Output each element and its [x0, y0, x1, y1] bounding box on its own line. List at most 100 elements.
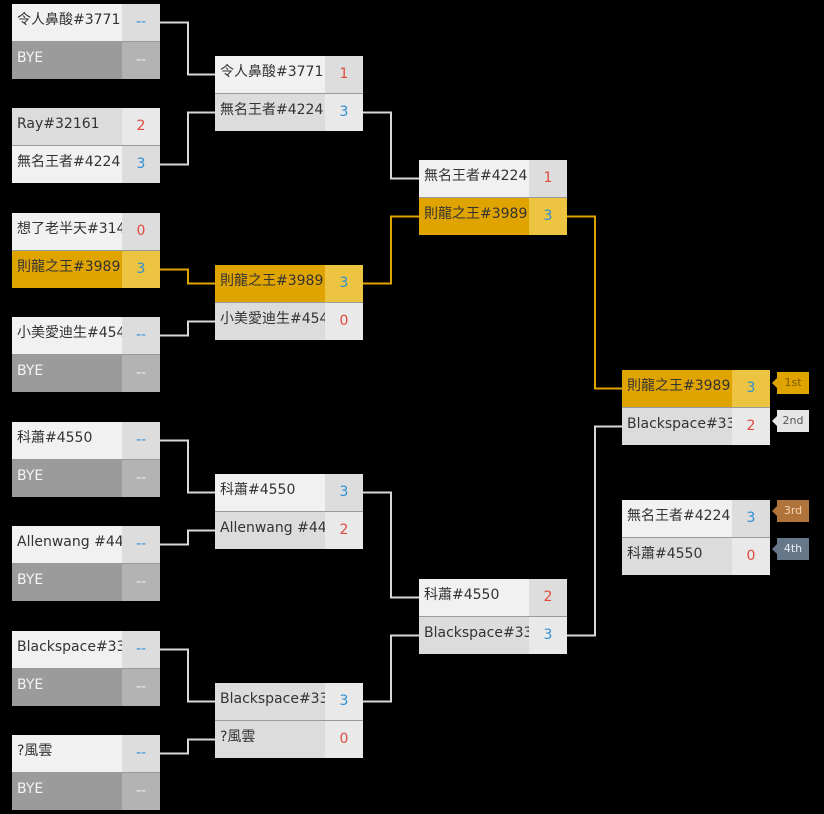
player-score: -- — [122, 460, 160, 497]
bracket-connector — [160, 21, 215, 76]
player-score: -- — [122, 564, 160, 601]
match-slot[interactable]: 小美愛迪生#45480 — [215, 302, 363, 340]
player-name: 令人鼻酸#3771 — [12, 4, 122, 41]
player-score: 3 — [122, 251, 160, 288]
player-name: 則龍之王#3989 — [419, 198, 529, 235]
bracket-connector — [160, 648, 215, 703]
bracket-connector — [363, 491, 419, 599]
match-slot[interactable]: BYE-- — [12, 563, 160, 601]
player-score: 1 — [529, 160, 567, 197]
player-name: 科蕭#4550 — [622, 538, 732, 575]
player-name: 小美愛迪生#4548 — [12, 317, 122, 354]
badge-1st: 1st — [772, 372, 809, 394]
match-slot[interactable]: 想了老半天#31490 — [12, 213, 160, 250]
match-slot[interactable]: Blackspace#33332 — [622, 407, 770, 445]
match-slot[interactable]: Allenwang #44692 — [215, 511, 363, 549]
player-score: 1 — [325, 56, 363, 93]
bracket-connector — [160, 268, 215, 285]
match-slot[interactable]: BYE-- — [12, 354, 160, 392]
match-slot[interactable]: Blackspace#33333 — [419, 616, 567, 654]
player-name: BYE — [12, 355, 122, 392]
player-score: 2 — [122, 108, 160, 145]
player-name: 則龍之王#3989 — [215, 265, 325, 302]
player-score: 3 — [122, 146, 160, 183]
match-slot[interactable]: ?風雲-- — [12, 735, 160, 772]
match-slot[interactable]: BYE-- — [12, 668, 160, 706]
bracket-connector — [363, 111, 419, 180]
match-slot[interactable]: BYE-- — [12, 41, 160, 79]
bracket-connector — [363, 215, 419, 285]
badge-3rd-label: 3rd — [783, 504, 803, 517]
bracket-connector — [160, 320, 215, 337]
match-slot[interactable]: BYE-- — [12, 459, 160, 497]
player-name: Allenwang #4469 — [12, 526, 122, 563]
player-name: 想了老半天#3149 — [12, 213, 122, 250]
match-card[interactable]: Blackspace#33333?風雲0 — [215, 683, 363, 758]
match-card[interactable]: 科蕭#4550--BYE-- — [12, 422, 160, 497]
player-score: -- — [122, 42, 160, 79]
badge-2nd: 2nd — [772, 410, 809, 432]
player-score: -- — [122, 631, 160, 668]
bracket-connector — [160, 529, 215, 546]
player-score: 3 — [529, 617, 567, 654]
match-slot[interactable]: Allenwang #4469-- — [12, 526, 160, 563]
player-score: 0 — [325, 721, 363, 758]
match-slot[interactable]: Blackspace#33333 — [215, 683, 363, 720]
match-slot[interactable]: Blackspace#3333-- — [12, 631, 160, 668]
badge-4th-label: 4th — [783, 542, 803, 555]
match-slot[interactable]: 令人鼻酸#3771-- — [12, 4, 160, 41]
player-score: 0 — [122, 213, 160, 250]
player-score: -- — [122, 526, 160, 563]
match-card[interactable]: 令人鼻酸#3771--BYE-- — [12, 4, 160, 79]
player-score: -- — [122, 355, 160, 392]
player-score: -- — [122, 669, 160, 706]
match-card[interactable]: ?風雲--BYE-- — [12, 735, 160, 810]
player-name: BYE — [12, 460, 122, 497]
player-score: 0 — [732, 538, 770, 575]
player-score: -- — [122, 422, 160, 459]
match-slot[interactable]: 科蕭#4550-- — [12, 422, 160, 459]
player-score: 2 — [732, 408, 770, 445]
player-name: 無名王者#4224 — [215, 94, 325, 131]
match-card[interactable]: Allenwang #4469--BYE-- — [12, 526, 160, 601]
player-name: ?風雲 — [12, 735, 122, 772]
player-score: 3 — [732, 370, 770, 407]
match-slot[interactable]: BYE-- — [12, 772, 160, 810]
match-card[interactable]: Blackspace#3333--BYE-- — [12, 631, 160, 706]
badge-2nd-label: 2nd — [782, 414, 804, 427]
bracket-connector — [160, 738, 215, 755]
match-card[interactable]: 小美愛迪生#4548--BYE-- — [12, 317, 160, 392]
player-score: 3 — [732, 500, 770, 537]
player-name: BYE — [12, 42, 122, 79]
player-name: 科蕭#4550 — [419, 579, 529, 616]
player-score: -- — [122, 773, 160, 810]
player-score: -- — [122, 317, 160, 354]
match-slot[interactable]: 小美愛迪生#4548-- — [12, 317, 160, 354]
player-name: Blackspace#3333 — [419, 617, 529, 654]
